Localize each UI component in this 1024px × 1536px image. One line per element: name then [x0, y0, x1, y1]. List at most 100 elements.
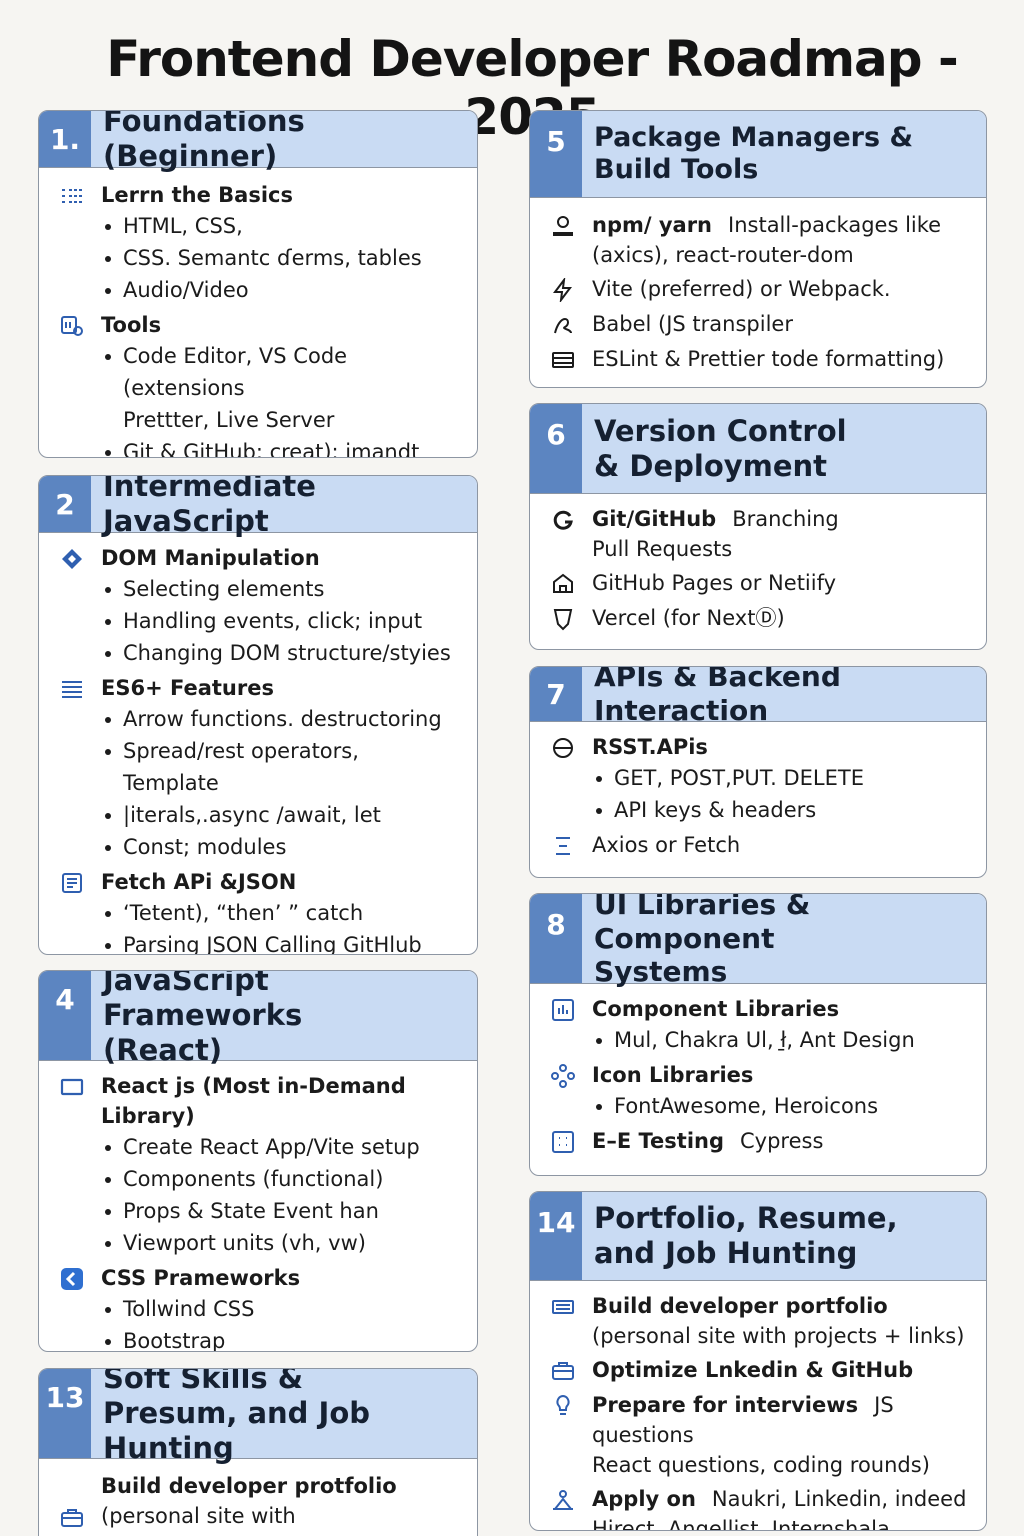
section-rest: RSST.APis GET, POST,PUT. DELETE API keys…	[548, 732, 968, 826]
row-text: Install-packages like	[728, 213, 942, 237]
section-title: Build developer protfolio	[101, 1474, 397, 1498]
card-header: 2 Intermediate JavaScript	[39, 475, 477, 538]
list-item: API keys & headers	[592, 794, 968, 826]
list-item: Mul, Chakra Ul, ł̱, Ant Design	[592, 1024, 968, 1056]
section-portfolio: Build developer protfolio (personal site…	[57, 1471, 459, 1536]
list-icon	[57, 181, 87, 211]
section-dom: DOM Manipulation Selecting elements Hand…	[57, 543, 459, 669]
section-apply: Apply on Naukri, Linkedin, indeed Hirect,…	[548, 1484, 968, 1531]
window-icon	[57, 1072, 87, 1102]
user-icon	[548, 211, 578, 241]
card-icon	[548, 1292, 578, 1322]
section-vite: Vite (preferred) or Webpack.	[548, 274, 968, 305]
card-number: 1.	[39, 111, 91, 167]
section-component-libraries: Component Libraries Mul, Chakra Ul, ł̱, …	[548, 994, 968, 1056]
card-number: 7	[530, 667, 582, 721]
card-title-line: Portfolio, Resume,	[594, 1201, 898, 1236]
section-basics: Lerrn the Basics HTML, CSS, CSS. Semantc…	[57, 180, 459, 306]
section-title: Tools	[101, 313, 162, 337]
card-header: 13 Soft Skills & Presum, and Job Hunting	[39, 1368, 477, 1465]
section-vercel: Vercel (for NextⒹ)	[548, 603, 968, 634]
list-item: Create React App/Vite setup	[101, 1131, 459, 1163]
section-title: Fetch APi &JSON	[101, 870, 297, 894]
list-item: Viewport units (vh, vw)	[101, 1227, 459, 1259]
row-label: Apply on	[592, 1487, 696, 1511]
card-header: 7 APIs & Backend Interaction	[530, 667, 986, 727]
card-number: 2	[39, 476, 91, 532]
row-text: Naukri, Linkedin, indeed	[711, 1487, 967, 1511]
card-js-frameworks: 4 JavaScript Frameworks (React) React js…	[38, 970, 478, 1352]
card-title: Portfolio, Resume, and Job Hunting	[582, 1192, 910, 1280]
card-header: 1. Foundations (Beginner)	[39, 110, 477, 173]
list-item: Selecting elements	[101, 573, 459, 605]
section-fetch: Fetch APi &JSON ‘Tetent), “then’ ” catch…	[57, 867, 459, 954]
list-item: Tollwind CSS	[101, 1293, 459, 1325]
section-babel: Babel (JS transpiler	[548, 309, 968, 340]
document-icon	[57, 868, 87, 898]
row-text: GitHub Pages or Netiify	[592, 571, 837, 595]
align-center-icon	[548, 831, 578, 861]
css-icon	[57, 1264, 87, 1294]
section-es6: ES6+ Features Arrow functions. destructo…	[57, 673, 459, 863]
section-title: DOM Manipulation	[101, 546, 320, 570]
card-title-line: (React)	[103, 1032, 223, 1067]
circle-icon	[548, 733, 578, 763]
section-axios: Axios or Fetch	[548, 830, 968, 861]
person-icon	[548, 1485, 578, 1515]
row-text-continued: Hirect, Angellist, Internshala	[592, 1517, 890, 1531]
section-title: Axios or Fetch	[592, 833, 741, 857]
list-item: ‘Tetent), “then’ ” catch	[101, 897, 459, 929]
house-icon	[548, 569, 578, 599]
list-lines-icon	[57, 674, 87, 704]
section-title: RSST.APis	[592, 735, 708, 759]
section-build-portfolio: Build developer portfolio (personal site…	[548, 1291, 968, 1351]
section-title: Optimize Lnkedin & GitHub	[592, 1358, 914, 1382]
card-number: 8	[530, 894, 582, 983]
card-title-line: JavaScript Frameworks	[103, 970, 303, 1033]
card-title: JavaScript Frameworks (React)	[91, 970, 477, 1067]
list-item: Const; modules	[101, 831, 459, 863]
row-text-continued: (axics), react-router-dom	[592, 243, 854, 267]
section-title: Component Libraries	[592, 997, 840, 1021]
section-title: React js (Most in-Demand Library)	[101, 1074, 406, 1128]
card-number: 4	[39, 971, 91, 1060]
list-item: Spread/rest operators, Template	[101, 735, 459, 799]
list-item: HTML, CSS,	[101, 210, 459, 242]
list-item: |iterals,.async /await, let	[101, 799, 459, 831]
row-label: npm/ yarn	[592, 213, 713, 237]
card-apis: 7 APIs & Backend Interaction RSST.APis G…	[529, 666, 987, 878]
card-header: 8 UI Libraries & Component Systems	[530, 893, 986, 988]
card-number: 5	[530, 111, 582, 197]
card-title: Intermediate JavaScript	[103, 475, 316, 538]
card-soft-skills: 13 Soft Skills & Presum, and Job Hunting…	[38, 1368, 478, 1536]
briefcase-icon	[57, 1503, 87, 1533]
card-title-line: Soft Skills &	[103, 1368, 304, 1396]
lightbulb-icon	[548, 1391, 578, 1421]
section-icon-libraries: Icon Libraries FontAwesome, Heroicons	[548, 1060, 968, 1122]
card-header: 5 Package Managers & Build Tools	[530, 111, 986, 198]
list-item: Git & GitHub; creat): imandt	[101, 436, 459, 457]
card-number: 6	[530, 404, 582, 493]
card-version-control: 6 Version Control & Deployment Git/GitHu…	[529, 403, 987, 650]
card-header: 6 Version Control & Deployment	[530, 404, 986, 494]
row-label: Git/GitHub	[592, 507, 717, 531]
card-title-line: Package Managers &	[594, 121, 914, 153]
card-title-line: UI Libraries & Component	[594, 893, 811, 955]
card-number: 13	[39, 1369, 91, 1458]
list-item: Handling events, click; input	[101, 605, 459, 637]
section-text: (personal site with projects + links)	[592, 1324, 965, 1348]
row-label: E–E Testing	[592, 1129, 724, 1153]
git-icon	[548, 505, 578, 535]
nodes-icon	[548, 1061, 578, 1091]
babel-icon	[548, 310, 578, 340]
row-text-continued: Pull Requests	[592, 537, 733, 561]
card-title: Package Managers & Build Tools	[582, 111, 925, 197]
card-title: Foundations (Beginner)	[103, 110, 305, 173]
card-title: Version Control & Deployment	[582, 404, 859, 493]
card-portfolio: 14 Portfolio, Resume, and Job Hunting Bu…	[529, 1191, 987, 1531]
card-title-line: Version Control	[594, 413, 847, 448]
lightning-icon	[548, 275, 578, 305]
section-title: Build developer portfolio	[592, 1294, 888, 1318]
row-text: ESLint & Prettier tode formatting)	[592, 347, 945, 371]
